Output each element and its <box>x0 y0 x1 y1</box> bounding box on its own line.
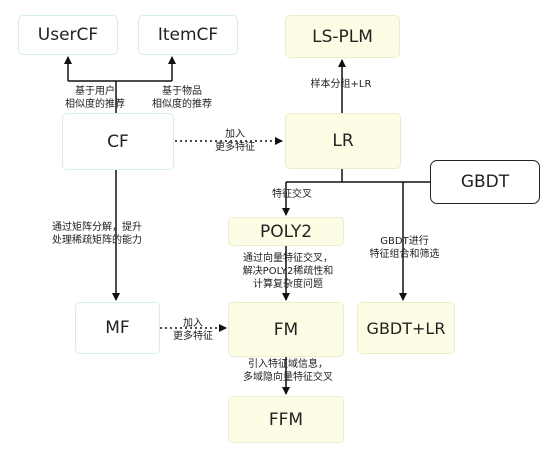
label-poly2-fm: 通过向量特征交叉， 解决POLY2稀疏性和 计算复杂度问题 <box>242 253 334 290</box>
label-lr-poly2: 特征交叉 <box>272 189 312 200</box>
node-usercf: UserCF <box>18 15 118 55</box>
node-lr: LR <box>285 113 401 169</box>
label-gbdt-gbdtlr: GBDT进行 特征组合和筛选 <box>369 236 440 260</box>
node-ffm: FFM <box>228 396 344 443</box>
node-mf: MF <box>75 302 160 354</box>
node-itemcf: ItemCF <box>138 15 238 55</box>
node-cf: CF <box>62 113 174 170</box>
label-cf-usercf: 基于用户 相似度的推荐 <box>65 86 125 110</box>
label-lr-lsplm: 样本分组+LR <box>310 79 372 90</box>
label-cf-lr: 加入 更多特征 <box>215 129 255 153</box>
label-mf-fm: 加入 更多特征 <box>173 318 213 342</box>
node-lsplm: LS-PLM <box>285 15 400 58</box>
label-fm-ffm: 引入特征域信息， 多域隐向量特征交叉 <box>243 359 333 383</box>
node-gbdt: GBDT <box>430 160 540 204</box>
node-gbdtlr: GBDT+LR <box>357 302 455 354</box>
node-poly2: POLY2 <box>228 217 344 246</box>
label-cf-mf: 通过矩阵分解，提升 处理稀疏矩阵的能力 <box>52 222 142 246</box>
label-cf-itemcf: 基于物品 相似度的推荐 <box>152 86 212 110</box>
node-fm: FM <box>228 302 344 357</box>
